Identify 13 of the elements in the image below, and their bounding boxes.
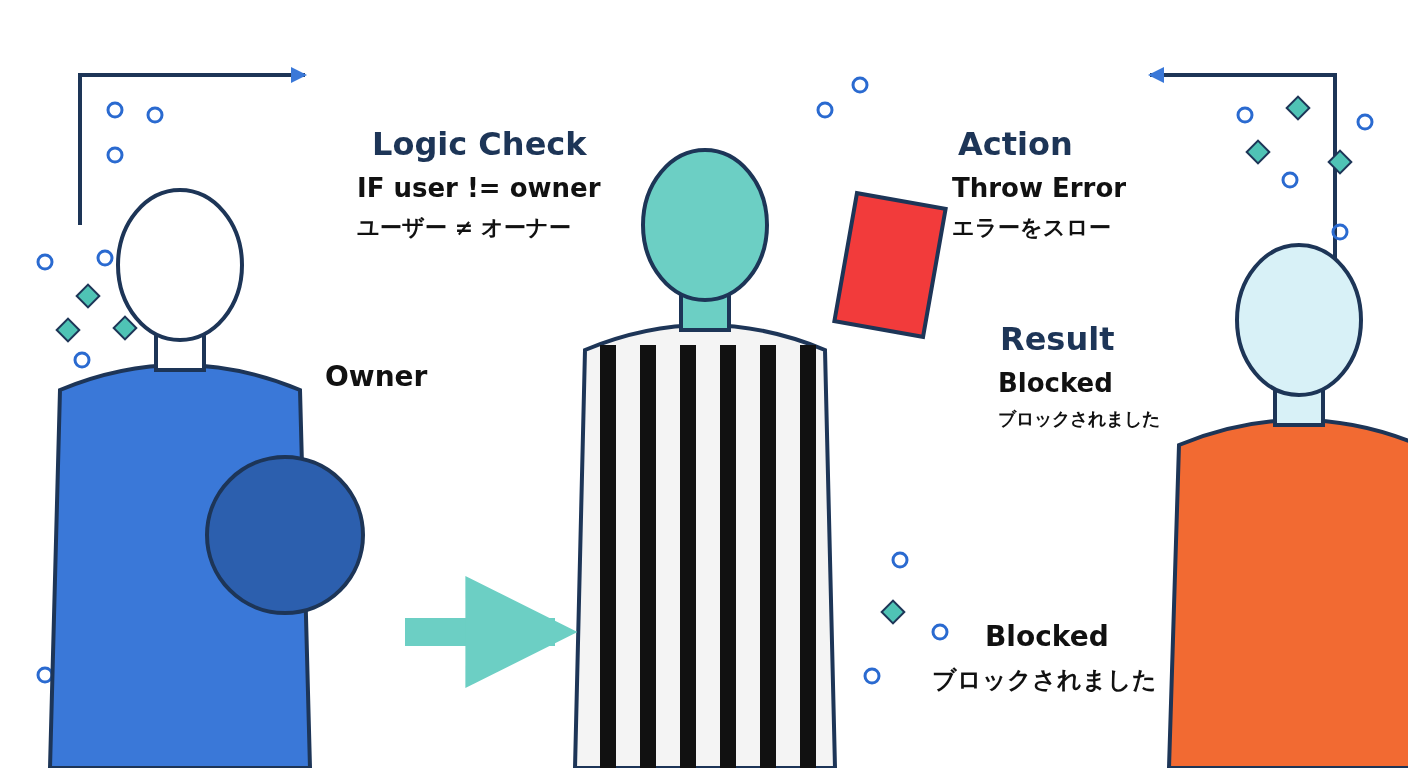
heading: Action — [958, 125, 1073, 163]
heading: Result — [1000, 320, 1115, 358]
action-text: エラーをスロー — [952, 214, 1111, 242]
result-text: ブロックされました — [932, 665, 1157, 696]
condition-text: ユーザー ≠ オーナー — [357, 214, 571, 242]
heading: Logic Check — [372, 125, 587, 163]
action-text: Throw Error — [952, 173, 1127, 203]
name-label: Owner — [325, 360, 428, 393]
result-text: ブロックされました — [998, 407, 1160, 431]
result-text: Blocked — [998, 368, 1113, 398]
condition-text: IF user != owner — [357, 173, 601, 203]
result-text: Blocked — [985, 620, 1109, 653]
arrow — [405, 576, 578, 688]
